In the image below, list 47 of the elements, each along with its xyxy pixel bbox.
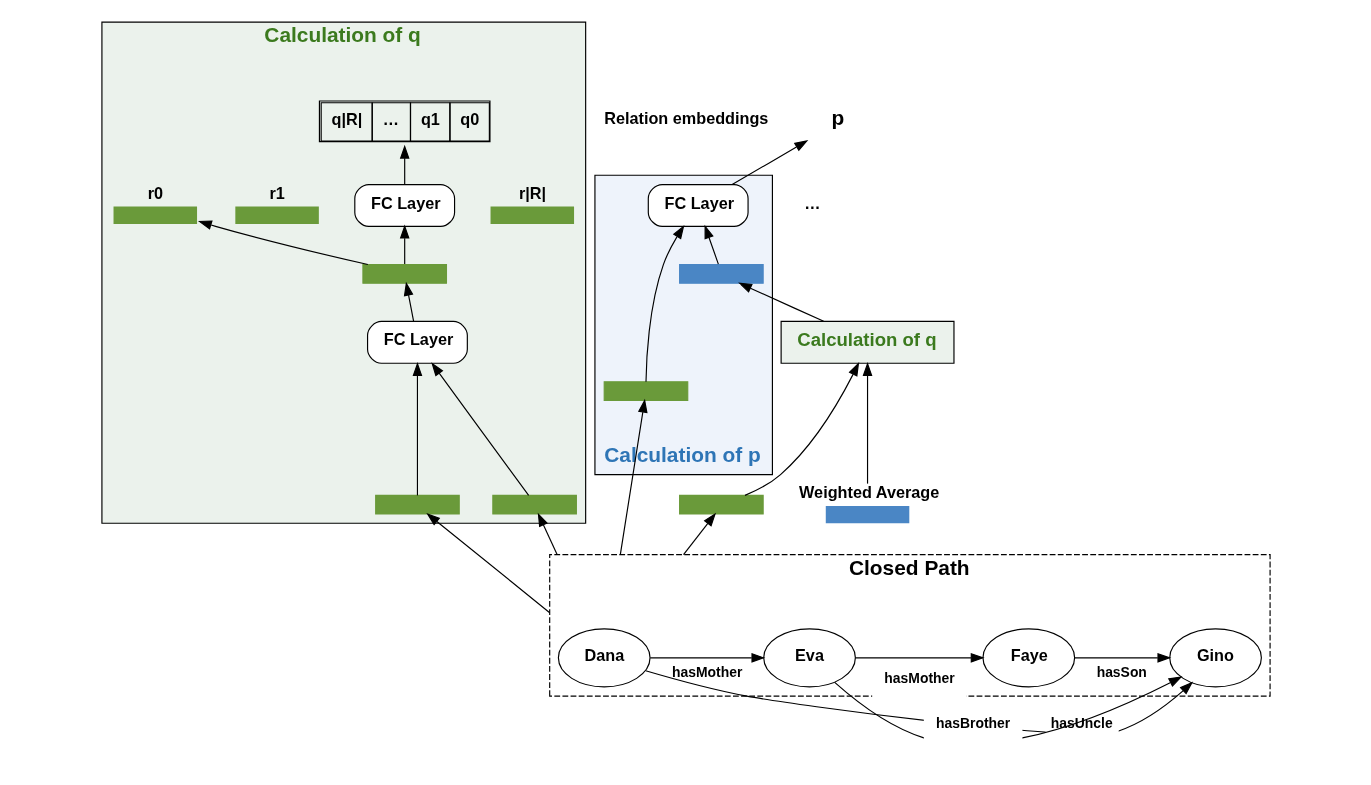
node-bar [234,206,319,224]
node-bar [361,264,447,284]
arrow [619,398,648,556]
node-bar [678,494,764,515]
edge-label: hasMother [883,670,955,687]
node-label: Weighted Average [798,483,939,502]
node-bar [490,206,574,224]
edge-label: hasBrother [935,714,1010,731]
arrow [403,281,414,322]
node-bar [113,206,197,224]
node-bar [825,505,909,524]
node-box: FC Layer [647,184,749,227]
node-ellipse: Faye [981,628,1075,688]
edge-label: hasMother [671,663,742,680]
node-box: FC Layer [366,320,468,364]
arrow [862,361,872,485]
arrow [682,512,716,556]
edge-label: hasSon [1096,663,1147,680]
arrow [399,224,410,265]
arrow [197,220,368,266]
node-bar [491,494,577,515]
node-label: r|R| [518,183,546,202]
arrow [737,282,824,322]
arrow [399,144,410,186]
label: … [803,193,821,212]
arrow [644,225,684,383]
node-box: Calculation of q [780,320,955,364]
node-bar [678,264,764,284]
node-ellipse: Dana [557,628,651,688]
node-bar [374,494,460,515]
arrow [649,653,765,663]
arrow [412,362,422,496]
node-label: r1 [269,183,285,202]
arrow [430,362,529,496]
arrow [704,224,719,265]
arrow [743,362,859,496]
arrow [537,512,558,556]
node-bar [603,381,688,401]
node-label: r0 [147,183,163,202]
arrow [1073,653,1171,663]
label: Relation embeddings [603,109,768,128]
arrow [731,140,808,186]
arrow [425,513,550,614]
node-ellipse: Eva [762,628,856,688]
arrow [854,653,985,663]
node-box: FC Layer [353,184,455,227]
node-text: p [831,106,844,130]
